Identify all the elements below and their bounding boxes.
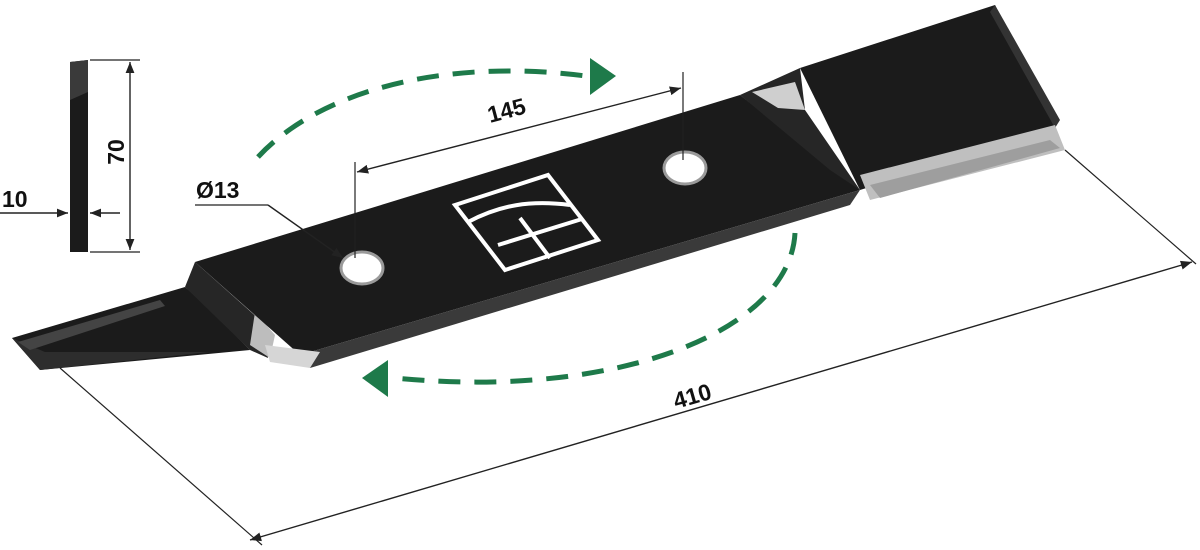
width-label: 70 xyxy=(103,139,129,165)
hole-diameter-label: Ø13 xyxy=(196,177,239,203)
cross-section-profile xyxy=(0,59,140,253)
blade-left-tip xyxy=(12,287,250,370)
blade-right-highlight xyxy=(752,82,805,110)
hole-spacing-label: 145 xyxy=(485,93,529,128)
rotation-arrow-upper-icon xyxy=(256,68,601,159)
length-label: 410 xyxy=(670,378,714,414)
rotation-arrowhead-upper xyxy=(590,58,616,95)
mower-blade xyxy=(12,5,1065,370)
mounting-hole-right xyxy=(662,150,708,186)
thickness-label: 10 xyxy=(2,186,28,212)
length-dimension-line xyxy=(249,260,1193,542)
hole-spacing-dimension-line xyxy=(356,86,682,174)
mounting-hole-left xyxy=(339,250,385,286)
rotation-arrowhead-lower xyxy=(362,360,388,397)
brand-logo-icon xyxy=(451,172,602,273)
hole-diameter-leader xyxy=(267,204,344,259)
